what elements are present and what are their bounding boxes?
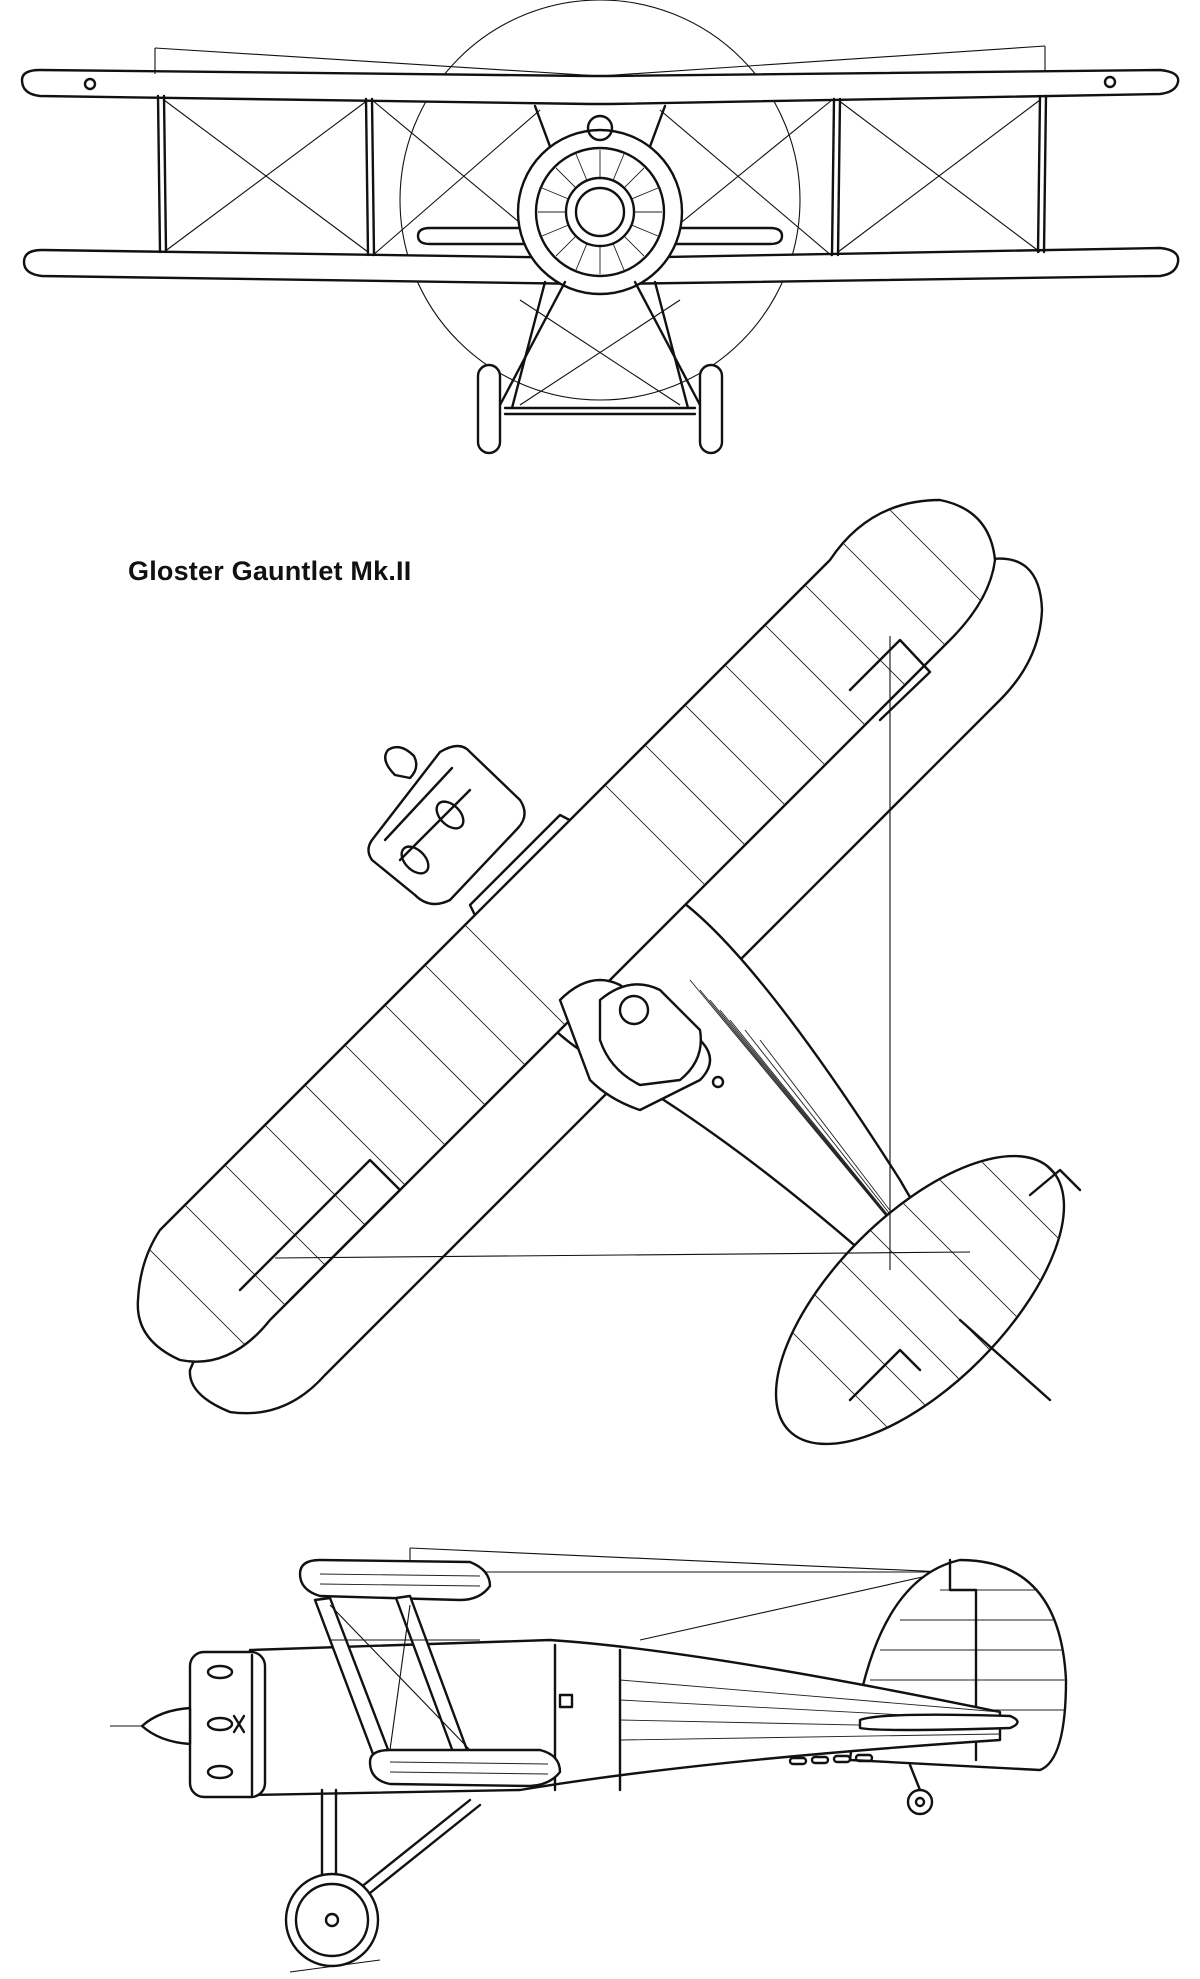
plan-tailplane — [774, 1154, 1066, 1446]
main-wheel — [284, 1872, 380, 1968]
front-left-wheel — [476, 363, 502, 455]
front-right-wheel — [698, 363, 724, 455]
drawing-title: Gloster Gauntlet Mk.II — [128, 556, 412, 586]
side-propeller-spinner — [140, 1706, 192, 1746]
propeller-disc — [399, 0, 801, 401]
front-upper-wing — [20, 68, 1180, 106]
plan-view — [136, 498, 1111, 1446]
side-engine-cowling — [188, 1650, 267, 1799]
front-view — [20, 0, 1180, 455]
side-upper-wing — [298, 1558, 492, 1602]
cockpit — [598, 983, 702, 1087]
tail-wheel — [906, 1788, 934, 1816]
plan-upper-wing — [136, 498, 997, 1363]
side-view — [110, 1547, 1068, 1973]
propeller-spinner — [384, 745, 418, 780]
side-lower-wing — [368, 1748, 562, 1788]
